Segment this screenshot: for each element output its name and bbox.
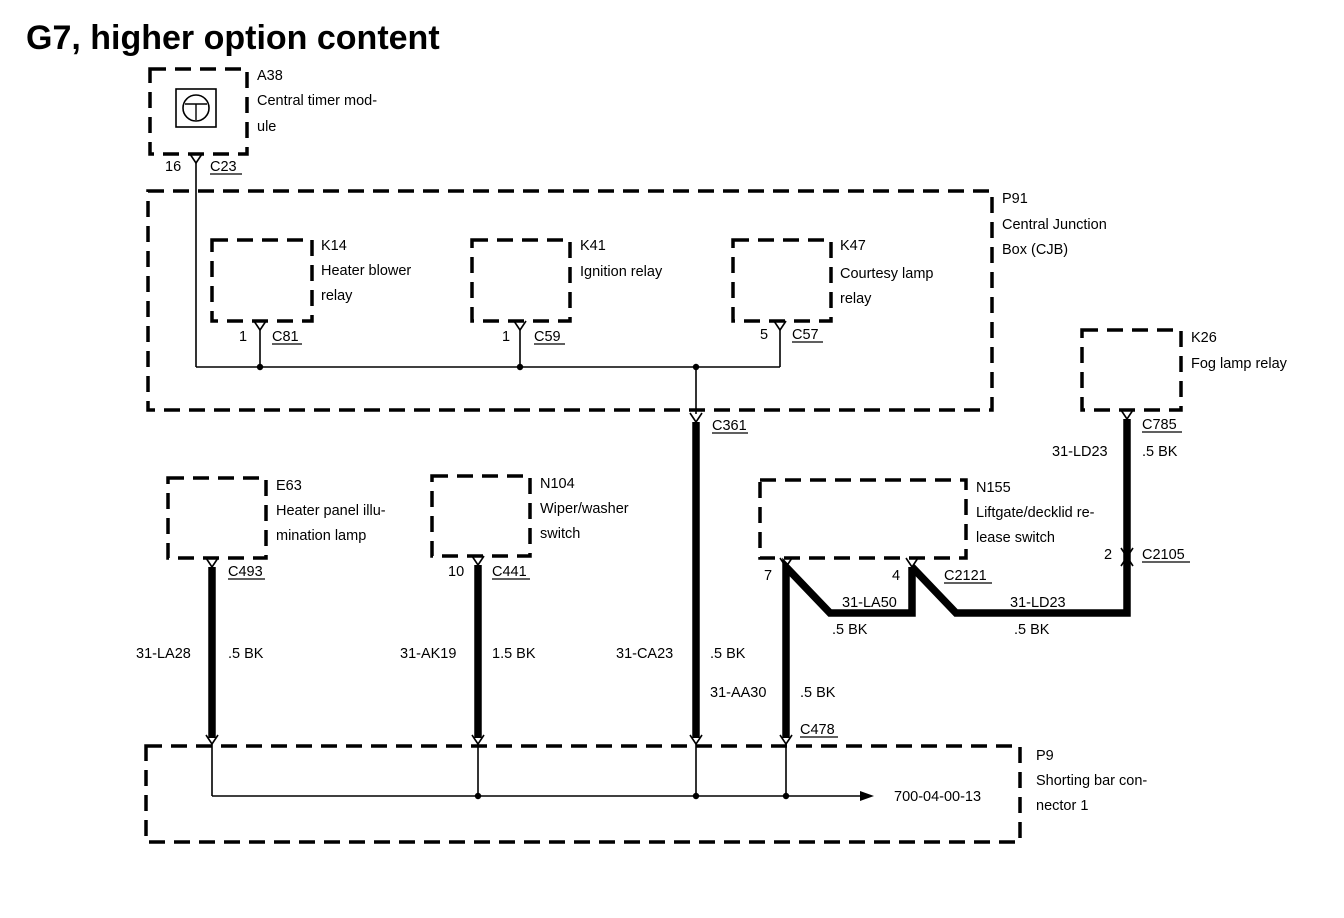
connector-c361-label: C361 bbox=[712, 418, 747, 434]
steering-wheel-icon bbox=[175, 88, 217, 128]
p91-junction-box bbox=[146, 189, 994, 412]
n155-name-line1: Liftgate/decklid re- bbox=[976, 505, 1095, 521]
ground-wires bbox=[208, 419, 1131, 738]
wire-ca23-spec: .5 BK bbox=[710, 646, 746, 662]
k14-name-line1: Heater blower bbox=[321, 263, 411, 279]
wire-la50-circuit: 31-LA50 bbox=[842, 595, 897, 611]
k47-name-line1: Courtesy lamp bbox=[840, 266, 933, 282]
wire-31-aa30-la50 bbox=[782, 557, 916, 738]
a38-pin: 16 bbox=[165, 159, 181, 175]
wire-ak19-spec: 1.5 BK bbox=[492, 646, 536, 662]
p9-shorting-bar-box bbox=[144, 744, 1022, 844]
connector-c478-label: C478 bbox=[800, 722, 835, 738]
a38-name-line2: ule bbox=[257, 119, 276, 135]
wire-31-ld23-low bbox=[909, 557, 1131, 617]
n104-name-line2: switch bbox=[540, 526, 580, 542]
n104-name-line1: Wiper/washer bbox=[540, 501, 629, 517]
wire-aa30-spec: .5 BK bbox=[800, 685, 836, 701]
arrow-right-icon bbox=[860, 791, 874, 801]
wire-ak19-circuit: 31-AK19 bbox=[400, 646, 456, 662]
e63-code: E63 bbox=[276, 478, 302, 494]
connector-c57-label: C57 bbox=[792, 327, 819, 343]
k41-name-line1: Ignition relay bbox=[580, 264, 663, 280]
p9-name-line1: Shorting bar con- bbox=[1036, 773, 1147, 789]
wire-ld23-high-circuit: 31-LD23 bbox=[1052, 444, 1108, 460]
p9-bus-wiring bbox=[211, 744, 864, 800]
n155-code: N155 bbox=[976, 480, 1011, 496]
p9-code: P9 bbox=[1036, 748, 1054, 764]
k14-code: K14 bbox=[321, 238, 347, 254]
wire-ca23-circuit: 31-CA23 bbox=[616, 646, 673, 662]
cjb-internal-wiring bbox=[195, 163, 781, 414]
p91-name-line2: Box (CJB) bbox=[1002, 242, 1068, 258]
k41-code: K41 bbox=[580, 238, 606, 254]
n155-pin-7: 7 bbox=[764, 568, 772, 584]
connector-c81-label: C81 bbox=[272, 329, 299, 345]
n104-switch-box bbox=[430, 474, 532, 558]
p9-name-line2: nector 1 bbox=[1036, 798, 1088, 814]
wire-ld23-high-spec: .5 BK bbox=[1142, 444, 1178, 460]
k26-code: K26 bbox=[1191, 330, 1217, 346]
diagram-title: G7, higher option content bbox=[26, 19, 440, 57]
n104-pin: 10 bbox=[448, 564, 464, 580]
p9-entry-terminals bbox=[205, 734, 793, 746]
n104-code: N104 bbox=[540, 476, 575, 492]
connector-c23-label: C23 bbox=[210, 159, 237, 175]
c2105-pin: 2 bbox=[1104, 547, 1112, 563]
e63-name-line2: mination lamp bbox=[276, 528, 366, 544]
connector-c441-label: C441 bbox=[492, 564, 527, 580]
n155-name-line2: lease switch bbox=[976, 530, 1055, 546]
n155-pin-4: 4 bbox=[892, 568, 900, 584]
e63-lamp-box bbox=[166, 476, 268, 560]
k47-relay-box bbox=[731, 238, 833, 323]
wire-ld23-low-circuit: 31-LD23 bbox=[1010, 595, 1066, 611]
k47-code: K47 bbox=[840, 238, 866, 254]
wire-ld23-low-spec: .5 BK bbox=[1014, 622, 1050, 638]
connector-c493-label: C493 bbox=[228, 564, 263, 580]
k41-relay-box bbox=[470, 238, 572, 323]
wire-aa30-circuit: 31-AA30 bbox=[710, 685, 766, 701]
k41-pin: 1 bbox=[502, 329, 510, 345]
p91-name-line1: Central Junction bbox=[1002, 217, 1107, 233]
k26-relay-box bbox=[1080, 328, 1183, 412]
wire-la28-spec: .5 BK bbox=[228, 646, 264, 662]
k14-relay-box bbox=[210, 238, 314, 323]
a38-name-line1: Central timer mod- bbox=[257, 93, 377, 109]
wire-la28-circuit: 31-LA28 bbox=[136, 646, 191, 662]
e63-name-line1: Heater panel illu- bbox=[276, 503, 386, 519]
n155-switch-box bbox=[758, 478, 968, 560]
connector-c785-label: C785 bbox=[1142, 417, 1177, 433]
reference-code: 700-04-00-13 bbox=[894, 789, 981, 805]
k14-name-line2: relay bbox=[321, 288, 353, 304]
connector-c59-label: C59 bbox=[534, 329, 561, 345]
k47-name-line2: relay bbox=[840, 291, 872, 307]
wire-la50-spec: .5 BK bbox=[832, 622, 868, 638]
a38-module-box bbox=[148, 67, 249, 156]
a38-code: A38 bbox=[257, 68, 283, 84]
connector-c361-symbol bbox=[689, 412, 703, 424]
k47-pin: 5 bbox=[760, 327, 768, 343]
connector-c2105-label: C2105 bbox=[1142, 547, 1185, 563]
connector-c2121-label: C2121 bbox=[944, 568, 987, 584]
k14-pin: 1 bbox=[239, 329, 247, 345]
k26-name-line1: Fog lamp relay bbox=[1191, 356, 1288, 372]
p91-code: P91 bbox=[1002, 191, 1028, 207]
